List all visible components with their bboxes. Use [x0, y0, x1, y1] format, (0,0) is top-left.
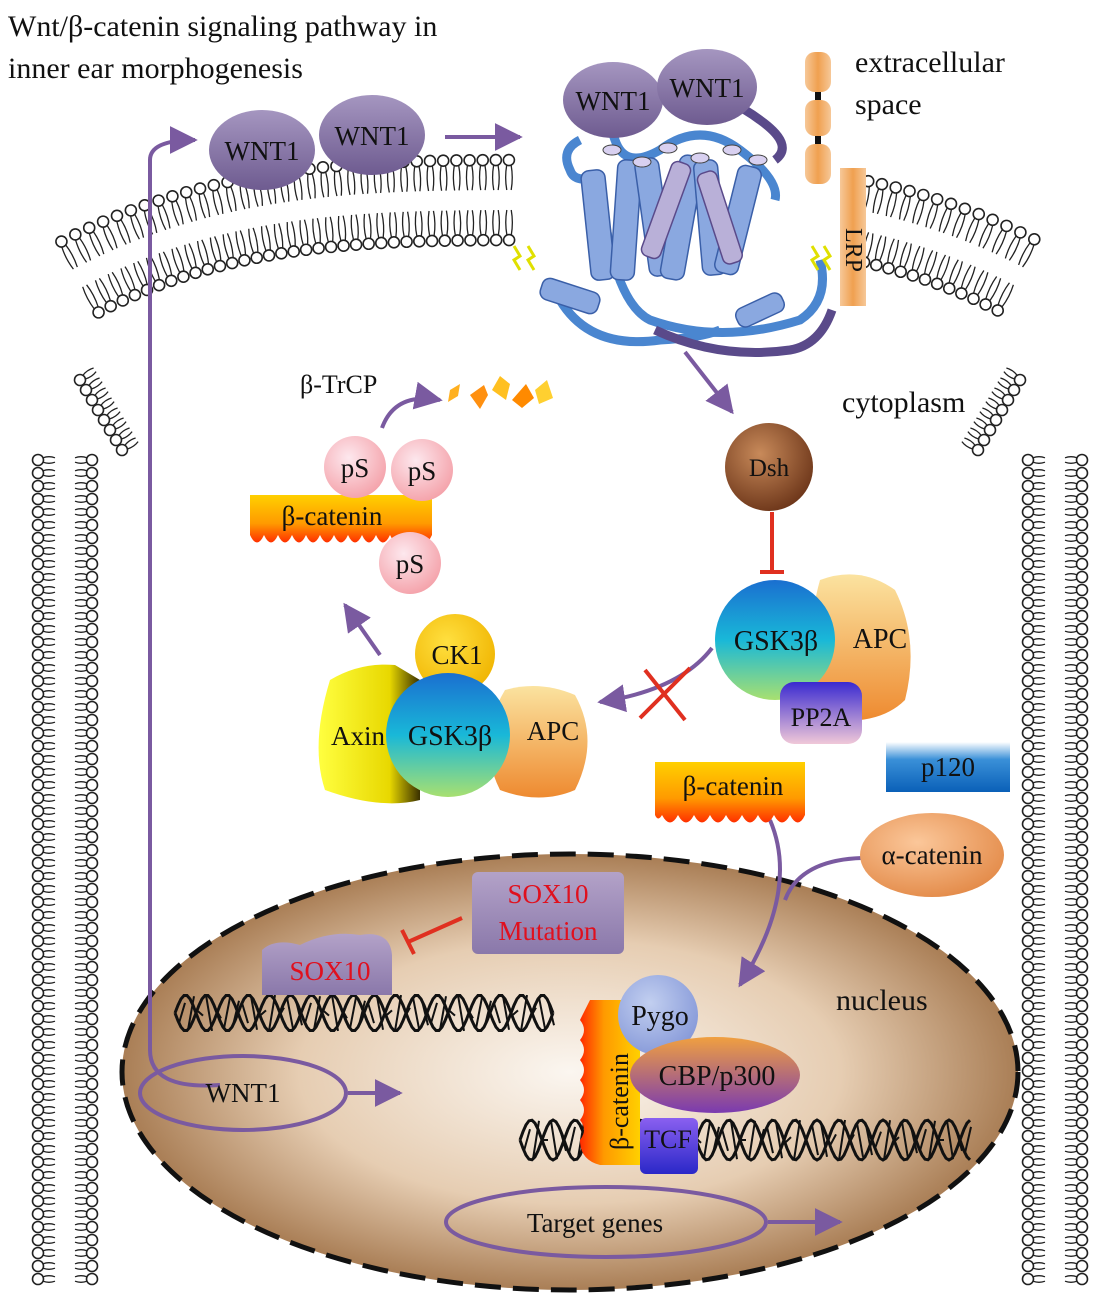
diagram-title-line2: inner ear morphogenesis — [8, 52, 303, 85]
degradation-fragments — [448, 376, 553, 409]
arrow-blocked-gsk — [597, 646, 714, 713]
gsk3b-inactive-label: GSK3β — [734, 626, 818, 657]
wnt1-ligand-bound-b: WNT1 — [657, 49, 757, 125]
svg-text:Mutation: Mutation — [499, 916, 598, 946]
target-genes: Target genes — [444, 1185, 768, 1259]
gsk3b-active — [386, 673, 510, 797]
pp2a-label: PP2A — [791, 703, 852, 732]
gsk3b-active-label: GSK3β — [408, 721, 492, 752]
svg-text:p120: p120 — [921, 752, 975, 782]
beta-trcp-label: β-TrCP — [300, 370, 377, 399]
wnt1-ligand-free-b: WNT1 — [319, 95, 425, 175]
gsk3b-inactive — [715, 580, 835, 700]
inactive-destruction-complex: GSK3β APC PP2A — [715, 574, 911, 744]
blocked-x-mark — [638, 666, 692, 722]
svg-text:WNT1: WNT1 — [206, 1078, 281, 1108]
cell-membrane — [31, 153, 1089, 1286]
svg-text:Target genes: Target genes — [527, 1208, 663, 1238]
pp2a-subunit — [780, 682, 862, 744]
dsh-inhibits-gsk — [760, 512, 784, 574]
svg-text:WNT1: WNT1 — [670, 73, 745, 103]
nucleus-label: nucleus — [836, 984, 928, 1017]
frizzled-receptor — [511, 93, 837, 357]
cbp-p300-protein — [630, 1037, 800, 1113]
svg-text:WNT1: WNT1 — [335, 121, 410, 151]
arrow-wnt1-feedback — [148, 126, 221, 1088]
wnt1-ligand-bound-a: WNT1 — [563, 62, 663, 138]
apc-active-label: APC — [527, 716, 580, 746]
ck1-kinase — [415, 614, 495, 694]
arrow-complex-to-phospho — [343, 602, 382, 657]
mutation-inhibits-sox10 — [400, 916, 463, 955]
svg-text:α-catenin: α-catenin — [881, 840, 983, 870]
svg-text:β-catenin: β-catenin — [683, 771, 784, 801]
lrp-label: LRP — [840, 228, 866, 272]
destruction-complex: CK1 Axin GSK3β APC — [318, 614, 588, 804]
dsh-protein: Dsh — [725, 423, 813, 511]
svg-text:WNT1: WNT1 — [225, 136, 300, 166]
svg-text:WNT1: WNT1 — [576, 86, 651, 116]
beta-catenin-phosphorylated: β-catenin — [250, 495, 432, 543]
svg-text:SOX10: SOX10 — [289, 956, 370, 986]
arrow-alpha-catenin-merge — [783, 856, 863, 901]
svg-text:pS: pS — [341, 453, 370, 483]
beta-catenin-nuclear-label: β-catenin — [605, 1053, 634, 1150]
phospho-serine-1: pS — [324, 436, 386, 498]
cbp-p300-label: CBP/p300 — [659, 1061, 776, 1092]
inhibition-marks — [400, 512, 784, 955]
ck1-label: CK1 — [431, 640, 482, 670]
pygo-protein — [618, 975, 698, 1055]
beta-catenin-nuclear-shape — [580, 1000, 640, 1165]
pathway-arrows — [148, 123, 863, 1236]
phospho-serine-3: pS — [379, 532, 441, 594]
extracellular-label-line2: space — [855, 88, 922, 121]
svg-text:pS: pS — [396, 549, 425, 579]
beta-catenin-free: β-catenin — [655, 762, 805, 823]
arrow-btrcp-degradation — [380, 381, 443, 429]
svg-text:pS: pS — [408, 456, 437, 486]
svg-text:SOX10: SOX10 — [507, 879, 588, 909]
alpha-catenin-protein: α-catenin — [860, 813, 1004, 897]
axin-label: Axin — [331, 721, 386, 751]
tcf-protein — [640, 1118, 698, 1174]
cytoplasm-label: cytoplasm — [842, 386, 965, 419]
diagram-title-line1: Wnt/β-catenin signaling pathway in — [8, 10, 437, 43]
svg-text:β-catenin: β-catenin — [282, 501, 383, 531]
phospho-serine-2: pS — [391, 439, 453, 501]
dna-strand-sox10 — [173, 994, 555, 1032]
lrp-coreceptor: LRP — [805, 52, 866, 306]
sox10-protein: SOX10 — [262, 933, 392, 995]
wnt1-gene: WNT1 — [138, 1054, 348, 1132]
extracellular-label: extracellular — [855, 46, 1005, 79]
tcf-label: TCF — [644, 1125, 692, 1154]
svg-text:Dsh: Dsh — [749, 455, 790, 482]
arrow-receptor-to-dsh — [683, 350, 734, 415]
apc-inactive-label: APC — [853, 624, 907, 655]
arrow-catenin-to-nucleus — [738, 819, 782, 988]
nuclear-transcription-complex: β-catenin Pygo CBP/p300 TCF — [580, 975, 800, 1174]
p120-protein: p120 — [886, 742, 1010, 792]
sox10-mutation-box: SOX10 Mutation — [472, 872, 624, 954]
pygo-label: Pygo — [631, 1001, 689, 1032]
wnt1-ligand-free-a: WNT1 — [209, 110, 315, 190]
